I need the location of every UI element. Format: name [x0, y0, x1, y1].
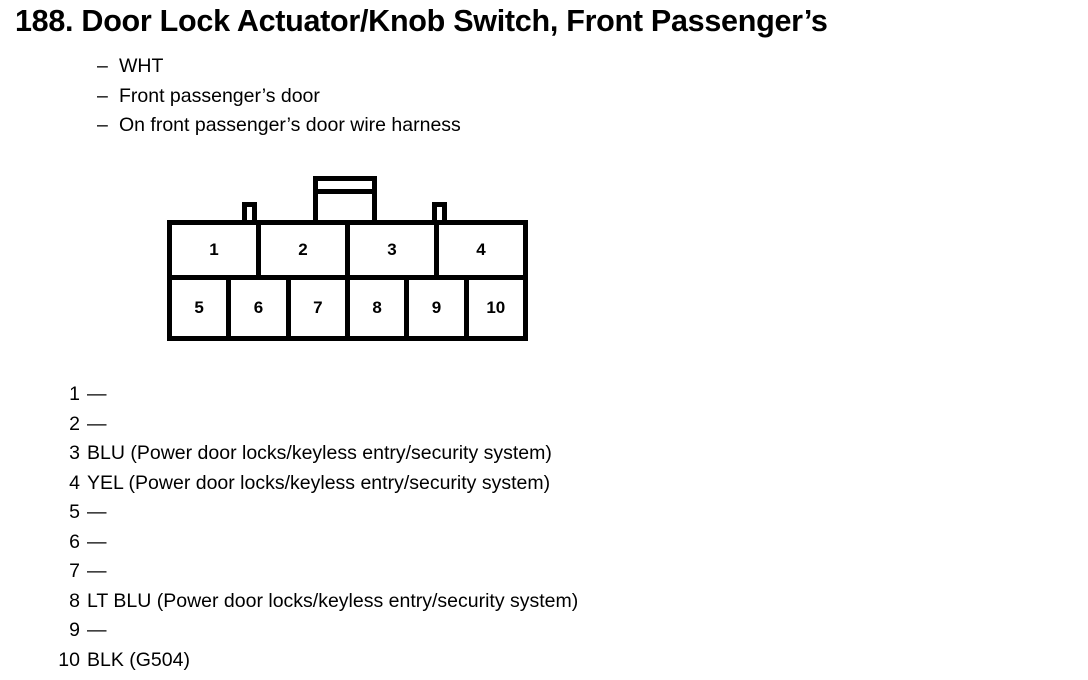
- pin-description: YEL (Power door locks/keyless entry/secu…: [87, 471, 551, 494]
- pin-description: —: [87, 619, 107, 641]
- pin-list-item: 9 —: [20, 616, 578, 646]
- pin-number: 10: [58, 648, 80, 671]
- pin-list-item: 1 —: [20, 380, 578, 410]
- pin-number: 5: [69, 501, 80, 523]
- connector-cell-1: 1: [172, 225, 261, 275]
- description-line: –WHT: [97, 52, 461, 82]
- pin-list-item: 3 BLU (Power door locks/keyless entry/se…: [20, 439, 578, 469]
- connector-cell-4: 4: [476, 240, 486, 259]
- pin-number: 2: [69, 412, 80, 435]
- connector-bottom-row: 5 6 7 8 9 10: [172, 280, 523, 336]
- connector-cell-3: 3: [350, 225, 439, 275]
- locking-tab-left-icon: [242, 202, 257, 224]
- connector-diagram: 1 2 3 4 5 6 7 8 9 10: [167, 176, 528, 341]
- connector-cell-2: 2: [261, 225, 350, 275]
- pin-number: 9: [69, 619, 80, 641]
- connector-body: 1 2 3 4 5 6 7 8 9 10: [167, 220, 528, 341]
- pin-number: 7: [69, 560, 80, 582]
- dash-bullet: –: [97, 84, 108, 107]
- connector-cell-8: 8: [350, 280, 410, 336]
- description-line: –On front passenger’s door wire harness: [97, 111, 461, 141]
- pin-description: —: [87, 383, 107, 405]
- pin-description: BLK (G504): [87, 648, 190, 671]
- connector-top-row: 1 2 3 4: [172, 225, 523, 280]
- description-text: On front passenger’s door wire harness: [119, 114, 461, 136]
- pin-description: —: [87, 560, 107, 582]
- pin-description: BLU (Power door locks/keyless entry/secu…: [87, 442, 552, 464]
- description-line: –Front passenger’s door: [97, 82, 461, 112]
- pin-legend-list: 1 — 2 — 3 BLU (Power door locks/keyless …: [20, 380, 578, 675]
- pin-number: 4: [69, 471, 80, 494]
- description-list: –WHT –Front passenger’s door –On front p…: [97, 52, 461, 141]
- connector-cell-5: 5: [172, 280, 232, 336]
- pin-list-item: 2 —: [20, 410, 578, 440]
- pin-description: —: [87, 530, 107, 553]
- locking-tab-right-icon: [432, 202, 447, 224]
- pin-number: 6: [69, 530, 80, 553]
- dash-bullet: –: [97, 114, 108, 136]
- pin-number: 3: [69, 442, 80, 464]
- pin-list-item: 10 BLK (G504): [20, 646, 578, 676]
- pin-description: —: [87, 501, 107, 523]
- pin-number: 1: [69, 383, 80, 405]
- pin-number: 8: [69, 589, 80, 612]
- pin-description: —: [87, 412, 107, 435]
- pin-list-item: 6 —: [20, 528, 578, 558]
- pin-list-item: 4 YEL (Power door locks/keyless entry/se…: [20, 469, 578, 499]
- pin-list-item: 5 —: [20, 498, 578, 528]
- pin-list-item: 8 LT BLU (Power door locks/keyless entry…: [20, 587, 578, 617]
- connector-cell-9: 9: [409, 280, 469, 336]
- locking-tab-center-icon: [313, 176, 377, 224]
- locking-tab-slot: [318, 189, 372, 194]
- description-text: Front passenger’s door: [119, 84, 320, 107]
- description-text: WHT: [119, 55, 164, 77]
- dash-bullet: –: [97, 55, 108, 77]
- connector-cell-10: 10: [486, 298, 506, 317]
- connector-cell-7: 7: [291, 280, 350, 336]
- page-title: 188. Door Lock Actuator/Knob Switch, Fro…: [15, 3, 828, 38]
- connector-cell-6: 6: [231, 280, 291, 336]
- pin-list-item: 7 —: [20, 557, 578, 587]
- pin-description: LT BLU (Power door locks/keyless entry/s…: [87, 589, 579, 612]
